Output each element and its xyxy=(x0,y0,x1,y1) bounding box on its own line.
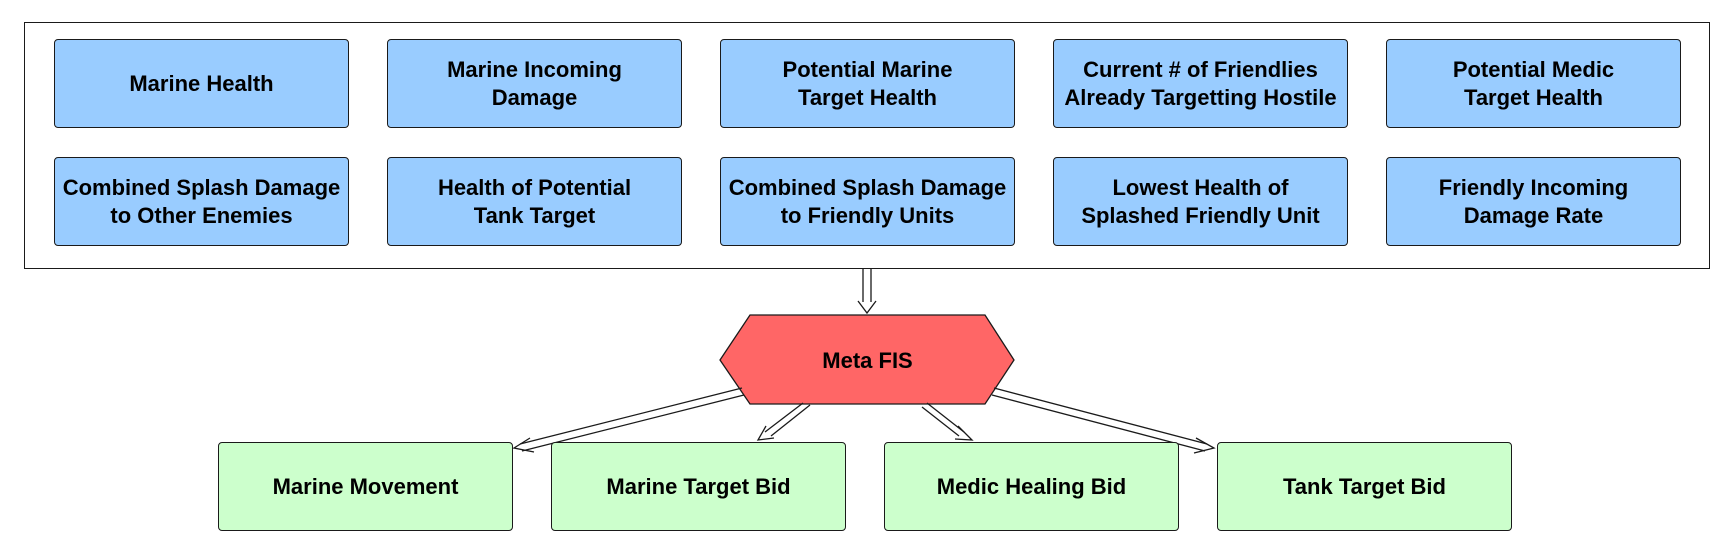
input-potential-medic-target-health: Potential Medic Target Health xyxy=(1386,39,1681,128)
output-medic-healing-bid: Medic Healing Bid xyxy=(884,442,1179,531)
meta-fis-label: Meta FIS xyxy=(822,347,913,373)
input-splash-damage-friendlies: Combined Splash Damage to Friendly Units xyxy=(720,157,1015,246)
input-tank-target-health: Health of Potential Tank Target xyxy=(387,157,682,246)
arrow-inputs-to-meta-fis xyxy=(857,269,877,315)
input-lowest-splashed-friendly-health: Lowest Health of Splashed Friendly Unit xyxy=(1053,157,1348,246)
output-marine-target-bid: Marine Target Bid xyxy=(551,442,846,531)
input-friendly-incoming-damage-rate: Friendly Incoming Damage Rate xyxy=(1386,157,1681,246)
arrow-meta-fis-to-marine-movement xyxy=(512,387,745,453)
arrow-meta-fis-to-medic-healing-bid xyxy=(921,402,974,441)
input-marine-health: Marine Health xyxy=(54,39,349,128)
output-marine-movement: Marine Movement xyxy=(218,442,513,531)
arrow-meta-fis-to-tank-target-bid xyxy=(991,387,1216,454)
output-tank-target-bid: Tank Target Bid xyxy=(1217,442,1512,531)
arrow-meta-fis-to-marine-target-bid xyxy=(756,402,811,441)
meta-fis-hexagon xyxy=(719,314,1015,405)
input-splash-damage-enemies: Combined Splash Damage to Other Enemies xyxy=(54,157,349,246)
input-friendlies-targetting-hostile: Current # of Friendlies Already Targetti… xyxy=(1053,39,1348,128)
input-potential-marine-target-health: Potential Marine Target Health xyxy=(720,39,1015,128)
input-marine-incoming-damage: Marine Incoming Damage xyxy=(387,39,682,128)
